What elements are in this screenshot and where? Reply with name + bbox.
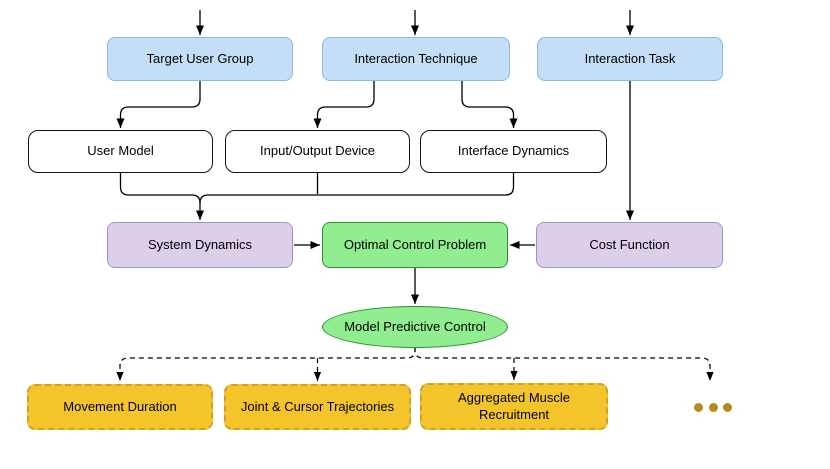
node-interaction-technique: Interaction Technique <box>322 37 510 81</box>
dot-icon <box>708 402 718 412</box>
node-joint-cursor-trajectories: Joint & Cursor Trajectories <box>224 384 411 430</box>
node-model-predictive-control: Model Predictive Control <box>322 306 508 348</box>
node-optimal-control-problem: Optimal Control Problem <box>322 222 508 268</box>
node-system-dynamics: System Dynamics <box>107 222 293 268</box>
node-movement-duration: Movement Duration <box>27 384 213 430</box>
dot-icon <box>723 402 732 412</box>
node-cost-function: Cost Function <box>536 222 723 268</box>
edge-mpc-output-bus-right <box>414 347 711 367</box>
edge-interaction-technique-to-interface-dynamics <box>461 81 518 128</box>
edge-mpc-output-bus-left <box>119 347 416 367</box>
node-target-user-group: Target User Group <box>107 37 293 81</box>
edge-interface-dynamics-to-system-dynamics <box>199 173 515 204</box>
node-user-model: User Model <box>28 130 213 173</box>
edge-user-model-to-system-dynamics <box>119 173 204 220</box>
edge-interaction-technique-to-input-output-device <box>313 81 375 128</box>
node-interaction-task: Interaction Task <box>537 37 723 81</box>
node-input-output-device: Input/Output Device <box>225 130 410 173</box>
ellipsis-dots-icon <box>694 402 732 412</box>
node-aggregated-muscle-recruitment: Aggregated Muscle Recruitment <box>420 383 608 430</box>
dot-icon <box>694 402 703 412</box>
node-interface-dynamics: Interface Dynamics <box>420 130 607 173</box>
edge-target-user-group-to-user-model <box>116 81 201 128</box>
